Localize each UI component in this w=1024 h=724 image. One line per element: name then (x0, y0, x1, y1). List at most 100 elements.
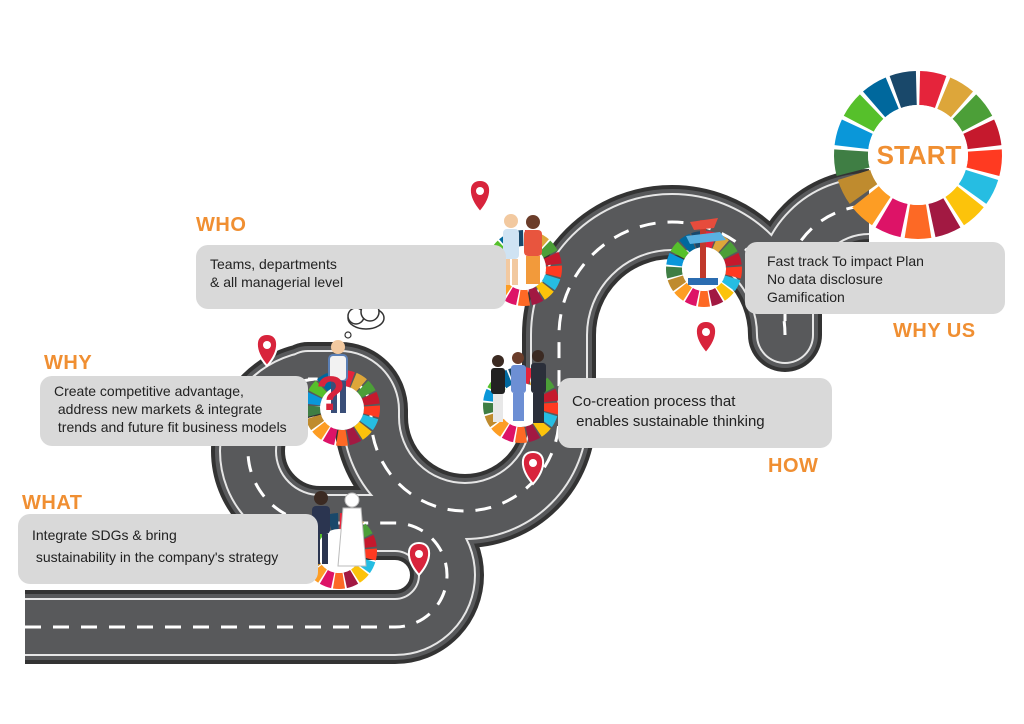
sdg-wheel-segment (528, 286, 544, 306)
sdg-wheel-segment (937, 77, 974, 118)
road-center-dashes (25, 204, 870, 629)
signpost-icon (686, 218, 726, 285)
sdg-wheel-segment (504, 286, 520, 306)
sdg-wheel-segment (684, 287, 700, 307)
sdg-wheel-segment (928, 198, 961, 238)
why-us-heading: WHY US (893, 320, 976, 342)
sdg-wheel-segment (963, 119, 1002, 150)
sdg-wheel-segment (319, 569, 335, 589)
svg-text:?: ? (316, 368, 345, 421)
sdg-wheel-segment (304, 405, 321, 418)
sdg-wheel-segment (834, 149, 870, 176)
why-line-2: address new markets & integrate (54, 401, 263, 418)
sdg-wheel-segment (517, 289, 531, 306)
sdg-wheel-segment (945, 186, 984, 226)
what-box: Integrate SDGs & bring sustainability in… (18, 514, 318, 584)
sdg-wheel-segment (889, 71, 917, 108)
sdg-wheel-segment (332, 572, 346, 590)
location-pin-icon (468, 178, 492, 214)
sdg-wheel-segment (317, 372, 334, 392)
sdg-wheel-segment (361, 391, 380, 406)
who-people-illustration (503, 214, 542, 285)
sdg-wheel-segment (501, 423, 517, 443)
sdg-wheel-segment (723, 252, 742, 267)
sdg-wheel-segment (357, 380, 376, 398)
sdg-wheel-segment (305, 414, 325, 431)
sdg-wheel-segment (666, 252, 685, 267)
sdg-wheel-segment (525, 423, 541, 443)
sdg-wheel-segment (904, 204, 932, 240)
who-line-2: & all managerial level (210, 274, 344, 291)
sdg-wheel-segment (354, 421, 372, 440)
sdg-wheel-segment (721, 275, 741, 292)
people-illustration: ? (306, 214, 726, 567)
sdg-wheel-segment (343, 569, 359, 589)
sdg-wheel-segment (304, 391, 323, 406)
who-heading: WHO (196, 214, 247, 236)
why-line-1: Create competitive advantage, (54, 383, 244, 399)
sdg-wheel-segment (536, 281, 554, 300)
sdg-wheel-segment (725, 266, 742, 279)
sdg-wheel-segment (351, 564, 369, 583)
location-pin-icon (694, 319, 718, 355)
sdg-wheel-segment (322, 426, 338, 446)
sdg-wheel-segment (674, 282, 692, 301)
why-us-line-1: Fast track To impact Plan (767, 253, 924, 269)
start-sdg-wheel-icon (834, 71, 1002, 240)
how-line-1: Co-creation process that (572, 393, 736, 410)
sdg-wheel-segment (350, 372, 367, 392)
sdg-wheel-icon (834, 71, 1002, 240)
location-pin-icon (521, 450, 545, 486)
why-us-line-3: Gamification (767, 289, 845, 306)
why-sdg-wheel-icon (304, 370, 381, 446)
what-line-2: sustainability in the company's strategy (32, 549, 279, 566)
sdg-wheel-segment (667, 275, 687, 292)
sdg-wheel-segment (543, 251, 562, 266)
how-box: Co-creation process that enables sustain… (558, 378, 832, 448)
sdg-wheel-segment (837, 169, 878, 204)
sdg-wheel-segment (716, 282, 734, 301)
why-us-box: Fast track To impact Plan No data disclo… (745, 242, 1005, 314)
sdg-wheel-segment (875, 198, 908, 238)
sdg-wheel-segment (919, 71, 947, 108)
why-us-line-2: No data disclosure (767, 271, 883, 288)
sdg-wheel-segment (952, 94, 993, 132)
who-box: Teams, departments & all managerial leve… (196, 245, 506, 309)
how-line-2: enables sustainable thinking (572, 412, 765, 430)
sdg-wheel-segment (335, 429, 349, 446)
what-line-1: Integrate SDGs & bring (32, 527, 177, 543)
who-line-1: Teams, departments (210, 256, 337, 272)
sdg-wheel-segment (834, 119, 873, 150)
sdg-wheel-segment (542, 402, 559, 415)
sdg-wheel-segment (308, 380, 327, 398)
what-heading: WHAT (22, 492, 83, 514)
sdg-wheel-segment (862, 77, 899, 118)
how-people-illustration (491, 350, 546, 423)
sdg-wheel-segment (491, 418, 509, 437)
location-pin-icon (407, 541, 431, 577)
sdg-wheel-segment (666, 266, 683, 279)
sdg-wheel-segment (514, 426, 528, 444)
location-pin-icon (255, 332, 279, 368)
sdg-wheel-segment (533, 418, 551, 437)
sdg-wheel-segment (541, 274, 561, 291)
why-heading: WHY (44, 352, 93, 374)
sdg-wheel-segment (958, 169, 999, 204)
sdg-wheel-segment (540, 388, 559, 403)
sdg-wheel-segment (966, 149, 1002, 176)
sdg-wheel-segment (363, 405, 381, 418)
sdg-wheel-segment (843, 94, 884, 132)
sdg-wheel-segment (346, 426, 362, 446)
sdg-wheel-segment (679, 233, 696, 253)
sdg-wheel-segment (359, 414, 379, 431)
sdg-wheel-segment (312, 421, 330, 440)
sdg-wheel-segment (708, 287, 724, 307)
sdg-wheel-segment (670, 241, 689, 259)
sdg-wheel-segment (697, 290, 711, 307)
sdg-wheel-segment (852, 186, 891, 226)
why-thinker-illustration: ? (316, 340, 348, 421)
sdg-wheel-segment (545, 265, 562, 278)
how-heading: HOW (768, 455, 819, 477)
sdg-wheel-segment (719, 241, 738, 259)
